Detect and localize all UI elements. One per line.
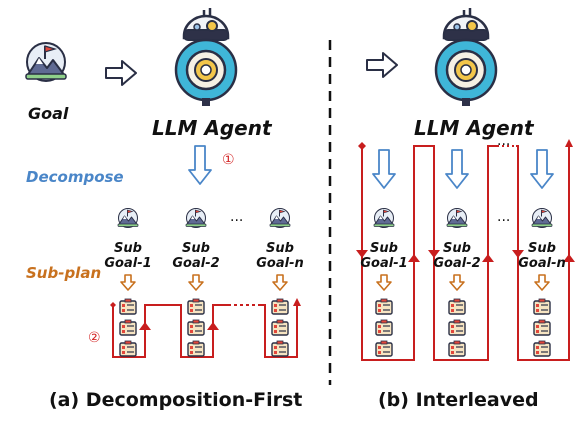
clipboard-task-icon bbox=[187, 319, 205, 336]
subplan-arrow-icon bbox=[188, 274, 204, 291]
path-ellipsis: ... bbox=[497, 133, 511, 149]
clipboard-task-icon bbox=[119, 319, 137, 336]
step-1-marker: ① bbox=[222, 152, 235, 168]
clipboard-task-icon bbox=[271, 340, 289, 357]
clipboard-task-icon bbox=[448, 340, 466, 357]
robot-agent-icon bbox=[174, 6, 238, 108]
decompose-arrow-icon bbox=[372, 149, 396, 189]
subgoal-n-line1: Sub bbox=[528, 241, 556, 256]
subgoal-2-line2: Goal-2 bbox=[433, 256, 481, 271]
agent-label: LLM Agent bbox=[414, 116, 534, 140]
clipboard-task-icon bbox=[119, 340, 137, 357]
goal-to-agent-arrow-icon bbox=[366, 52, 398, 78]
subgoal-2-line1: Sub bbox=[443, 241, 471, 256]
subgoal-1-line2: Goal-1 bbox=[104, 256, 152, 271]
subgoal-n-line2: Goal-n bbox=[518, 256, 566, 271]
subgoal-mountain-icon bbox=[373, 208, 395, 228]
clipboard-task-icon bbox=[448, 319, 466, 336]
path-arrowhead bbox=[482, 254, 494, 262]
subplan-arrow-icon bbox=[449, 274, 465, 291]
subgoal-mountain-icon bbox=[269, 208, 291, 228]
path-arrowhead bbox=[139, 322, 151, 330]
clipboard-task-icon bbox=[448, 298, 466, 315]
robot-agent-icon bbox=[434, 6, 498, 108]
clipboard-task-icon bbox=[187, 298, 205, 315]
decompose-arrow-icon bbox=[530, 149, 554, 189]
subgoal-1-line2: Goal-1 bbox=[360, 256, 408, 271]
execution-path-line bbox=[112, 304, 298, 358]
subgoal-n-line1: Sub bbox=[266, 241, 294, 256]
clipboard-task-icon bbox=[271, 298, 289, 315]
clipboard-task-icon bbox=[375, 340, 393, 357]
subplan-arrow-icon bbox=[120, 274, 136, 291]
path-arrowhead bbox=[428, 250, 440, 258]
subgoal-2-line2: Goal-2 bbox=[172, 256, 220, 271]
clipboard-task-icon bbox=[533, 340, 551, 357]
path-start-marker bbox=[110, 302, 116, 308]
subplan-arrow-icon bbox=[272, 274, 288, 291]
subgoal-mountain-icon bbox=[446, 208, 468, 228]
clipboard-task-icon bbox=[119, 298, 137, 315]
interleaved-path-line bbox=[361, 145, 570, 361]
subgoal-ellipsis: ... bbox=[230, 209, 244, 225]
path-arrowhead bbox=[563, 254, 575, 262]
clipboard-task-icon bbox=[375, 298, 393, 315]
subgoal-mountain-icon bbox=[117, 208, 139, 228]
step-2-marker: ② bbox=[88, 330, 101, 346]
decompose-label: Decompose bbox=[26, 168, 124, 186]
path-arrowhead bbox=[356, 250, 368, 258]
path-start-marker bbox=[358, 142, 366, 150]
decompose-arrow-icon bbox=[188, 145, 212, 185]
caption-interleaved: (b) Interleaved bbox=[378, 389, 539, 411]
subgoal-2-line1: Sub bbox=[182, 241, 210, 256]
goal-to-agent-arrow-icon bbox=[105, 60, 137, 86]
subgoal-n-line2: Goal-n bbox=[256, 256, 304, 271]
goal-label: Goal bbox=[28, 104, 69, 123]
subgoal-mountain-icon bbox=[185, 208, 207, 228]
agent-label: LLM Agent bbox=[152, 116, 272, 140]
subplan-label: Sub-plan bbox=[26, 264, 102, 282]
clipboard-task-icon bbox=[187, 340, 205, 357]
subgoal-1-line1: Sub bbox=[370, 241, 398, 256]
subplan-arrow-icon bbox=[534, 274, 550, 291]
subgoal-ellipsis: ... bbox=[497, 209, 511, 225]
path-arrowhead bbox=[408, 254, 420, 262]
clipboard-task-icon bbox=[533, 298, 551, 315]
subgoal-1-line1: Sub bbox=[114, 241, 142, 256]
path-end-arrowhead bbox=[293, 298, 301, 306]
decompose-arrow-icon bbox=[445, 149, 469, 189]
clipboard-task-icon bbox=[375, 319, 393, 336]
path-end-arrowhead bbox=[565, 139, 573, 147]
caption-decomposition-first: (a) Decomposition-First bbox=[49, 389, 303, 411]
path-arrowhead bbox=[512, 250, 524, 258]
goal-mountain-icon bbox=[25, 42, 67, 82]
clipboard-task-icon bbox=[271, 319, 289, 336]
clipboard-task-icon bbox=[533, 319, 551, 336]
subgoal-mountain-icon bbox=[531, 208, 553, 228]
path-arrowhead bbox=[207, 322, 219, 330]
subplan-arrow-icon bbox=[376, 274, 392, 291]
